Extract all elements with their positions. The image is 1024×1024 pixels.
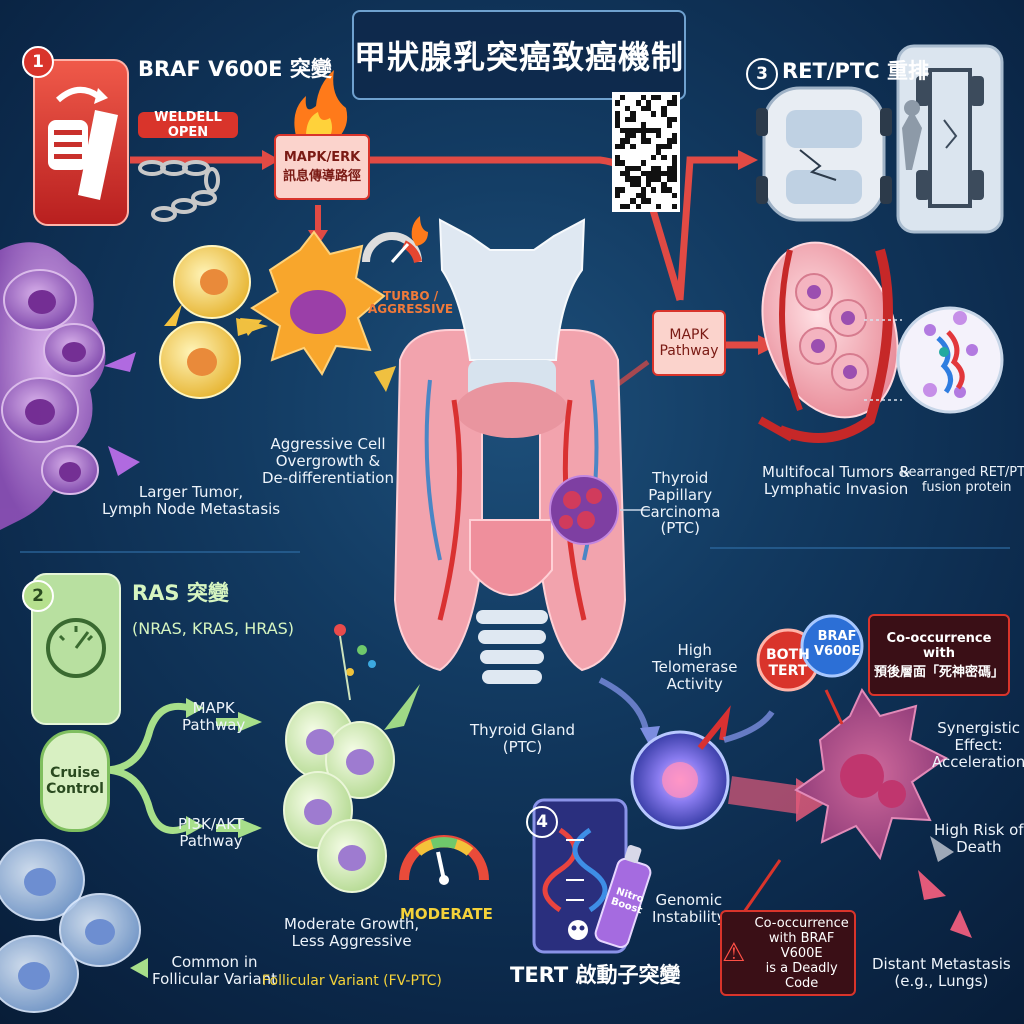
common-follicular-label: Common in Follicular Variant	[152, 953, 278, 988]
mapk-erk-pathway-box: MAPK/ERK 訊息傳導路徑	[274, 134, 370, 200]
high-risk-label: High Risk of Death	[934, 821, 1024, 856]
aggressive-cell-label: Aggressive Cell Overgrowth & De-differen…	[262, 435, 394, 487]
spray-can-icon	[594, 845, 652, 949]
multifocal-label: Multifocal Tumors & Lymphatic Invasion	[762, 463, 911, 498]
larger-tumor-label: Larger Tumor, Lymph Node Metastasis	[102, 483, 281, 518]
chassis-icon	[896, 44, 1004, 234]
mapk-pathway-box: MAPK Pathway	[652, 310, 726, 376]
thyroid-gland-label: Thyroid Gland (PTC)	[470, 721, 576, 756]
mapk-erk-line-2: 訊息傳導路徑	[282, 169, 361, 184]
moderate-gauge-label: MODERATE	[400, 905, 493, 923]
ras-mapk-label: MAPK Pathway	[182, 699, 246, 734]
speedometer-icon	[46, 618, 106, 678]
ras-pi3k-label: PI3K/AKT Pathway	[178, 815, 244, 850]
page-title: 甲狀腺乳突癌致癌機制	[352, 10, 686, 100]
deadly-code-box: ⚠ Co-occurrence with BRAF V600E is a Dea…	[720, 910, 856, 996]
ras-subtitle: (NRAS, KRAS, HRAS)	[132, 619, 295, 638]
turbo-label: TURBO / AGGRESSIVE	[368, 289, 454, 317]
ptc-label: Thyroid Papillary Carcinoma (PTC)	[640, 469, 721, 538]
braf-v600e-badge: BRAF V600E	[814, 629, 861, 659]
chain-icon	[138, 160, 220, 222]
speedometer-icon	[399, 835, 489, 885]
ras-title: RAS 突變	[132, 581, 229, 605]
synergistic-label: Synergistic Effect: Acceleration	[932, 719, 1024, 771]
weldell-open-tag: WELDELL OPEN	[138, 110, 238, 140]
warning-icon: ⚠	[722, 938, 746, 968]
ret-title: RET/PTC 重排	[782, 59, 929, 83]
section-number-tert: 4	[526, 806, 558, 838]
braf-title: BRAF V600E 突變	[138, 57, 332, 81]
genomic-instability-label: Genomic Instability	[652, 891, 726, 926]
section-number-braf: 1	[22, 46, 54, 78]
fusion-protein-label: Rearranged RET/PTC fusion protein	[900, 465, 1024, 495]
telomerase-label: High Telomerase Activity	[652, 641, 738, 693]
cooccurrence-title-box: Co-occurrence with 預後層面「死神密碼」	[868, 614, 1010, 696]
both-tert-badge: BOTH TERT	[766, 647, 810, 679]
skull-icon	[568, 920, 588, 940]
mapk-erk-line-1: MAPK/ERK	[283, 150, 361, 165]
thyroid-gland-illustration	[393, 218, 627, 684]
wrench-icon	[902, 100, 922, 170]
moderate-growth-label: Moderate Growth, Less Aggressive	[284, 915, 420, 950]
dna-icon	[542, 827, 608, 913]
pedal-icon	[48, 87, 118, 200]
cruise-control-badge: Cruise Control	[40, 730, 110, 832]
fusion-protein-illustration	[864, 306, 1004, 414]
distant-metastasis-label: Distant Metastasis (e.g., Lungs)	[872, 955, 1011, 990]
fire-icon	[294, 70, 348, 136]
tert-title: TERT 啟動子突變	[510, 963, 681, 987]
qr-code-icon	[612, 92, 680, 212]
speedometer-icon	[362, 216, 428, 264]
section-number-ret: 3	[746, 58, 778, 90]
fvptc-label: Follicular Variant (FV-PTC)	[262, 973, 442, 989]
section-number-ras: 2	[22, 580, 54, 612]
car-icon	[756, 86, 892, 222]
multifocal-tumor-illustration	[758, 241, 899, 443]
